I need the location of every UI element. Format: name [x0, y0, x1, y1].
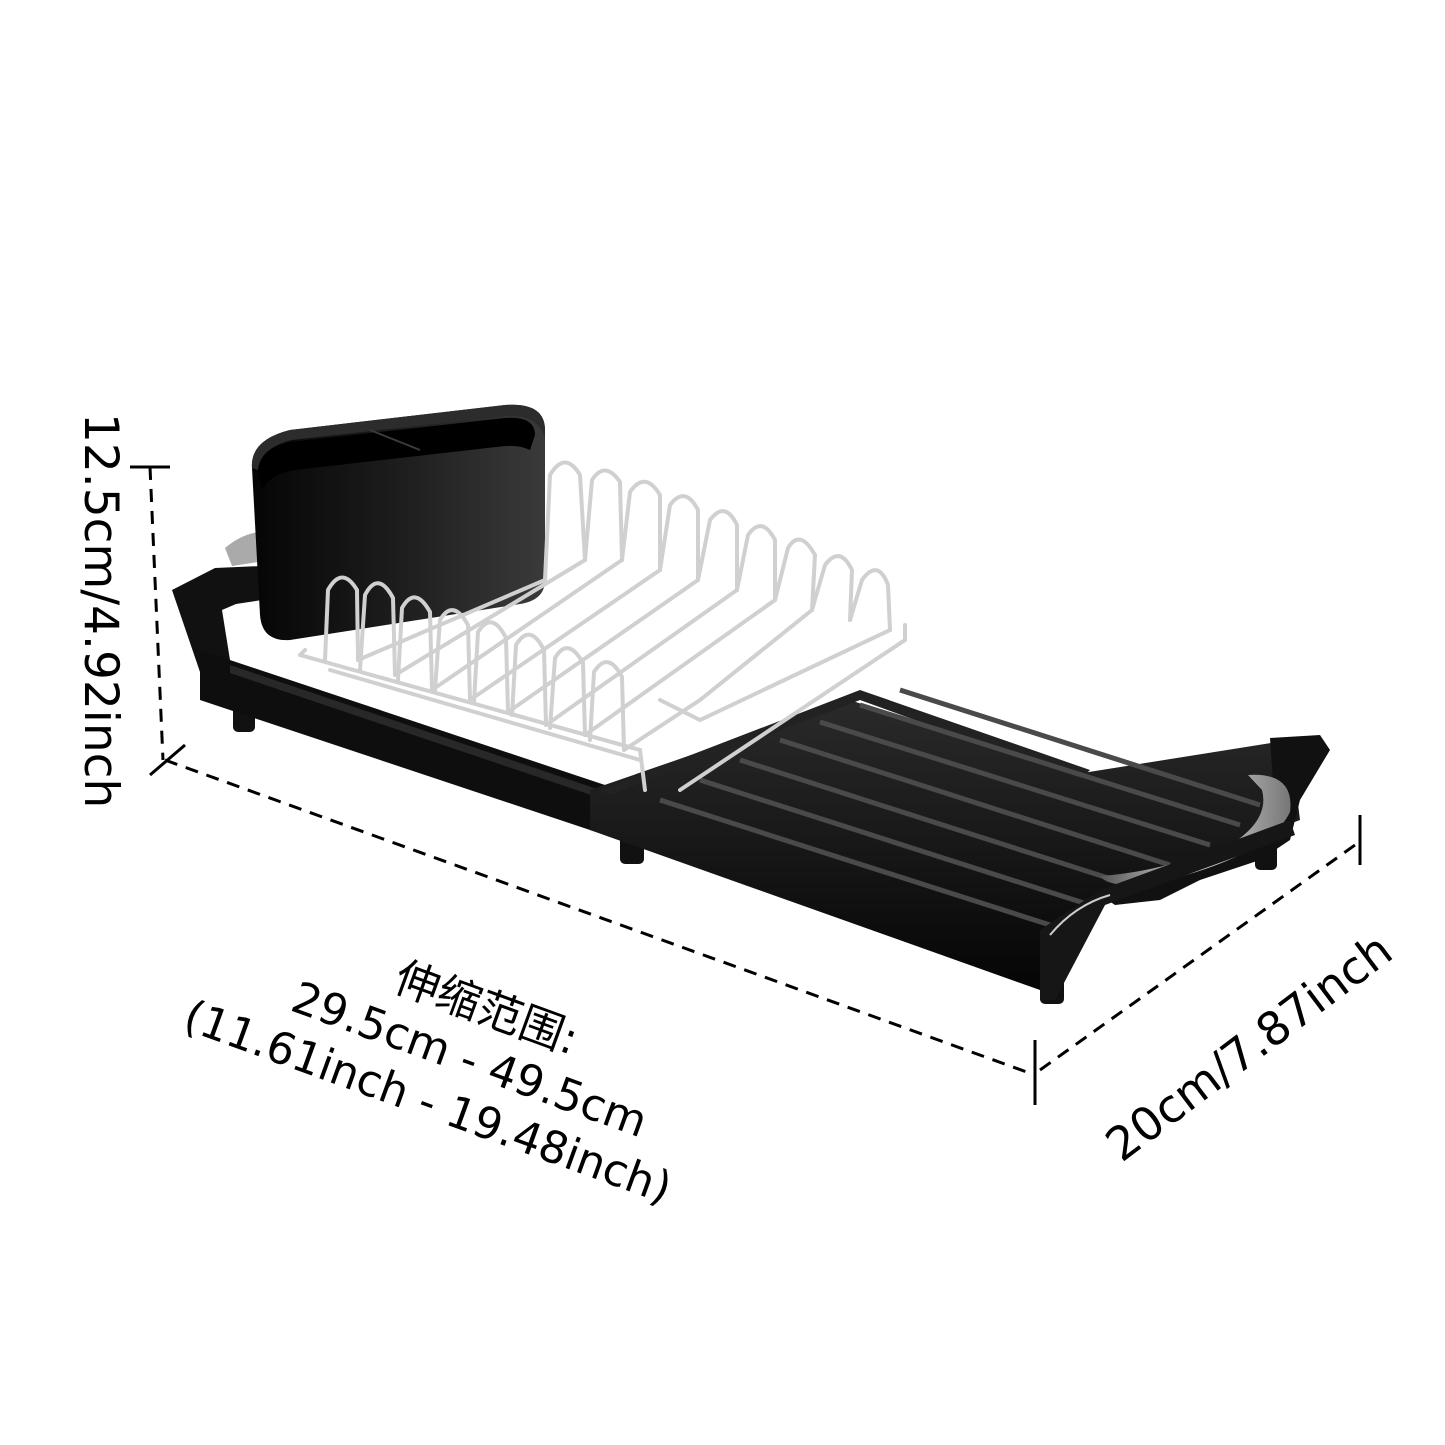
dish-rack: [172, 404, 1330, 1004]
utensil-holder: [251, 404, 545, 641]
height-dimension-label: 12.5cm/4.92inch: [73, 413, 128, 809]
length-dimension-line: [164, 758, 1037, 1105]
drain-tray: [590, 700, 1300, 990]
dimension-lines: [130, 465, 1362, 1105]
drain-ridges: [659, 687, 1261, 928]
plate-rack: [298, 460, 907, 792]
width-dimension-line: [1039, 815, 1362, 1072]
height-dimension-line: [130, 465, 186, 777]
left-handle: [172, 532, 262, 672]
